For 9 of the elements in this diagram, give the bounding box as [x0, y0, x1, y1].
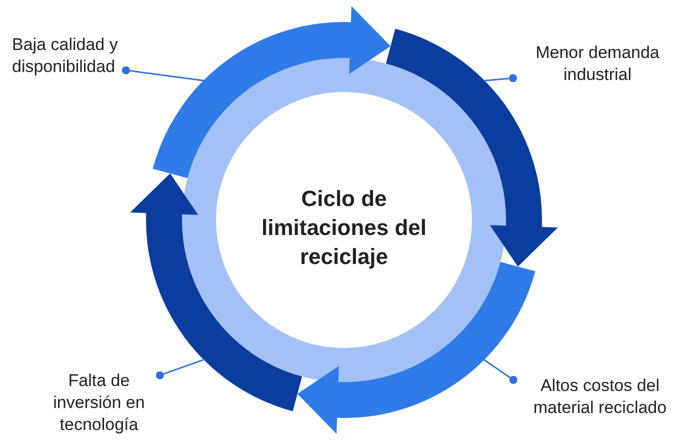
cause-label: Baja calidad y disponibilidad: [12, 34, 124, 78]
leader-line: [156, 358, 205, 380]
leader-line: [122, 66, 205, 82]
cause-label: Falta de inversión en tecnología: [40, 370, 158, 436]
leader-line: [482, 358, 518, 384]
cause-label: Altos costos del material reciclado: [515, 375, 685, 419]
cause-label: Menor demanda industrial: [515, 42, 680, 86]
leader-line: [483, 74, 517, 82]
cycle-title: Ciclo de limitaciones del reciclaje: [259, 184, 429, 271]
